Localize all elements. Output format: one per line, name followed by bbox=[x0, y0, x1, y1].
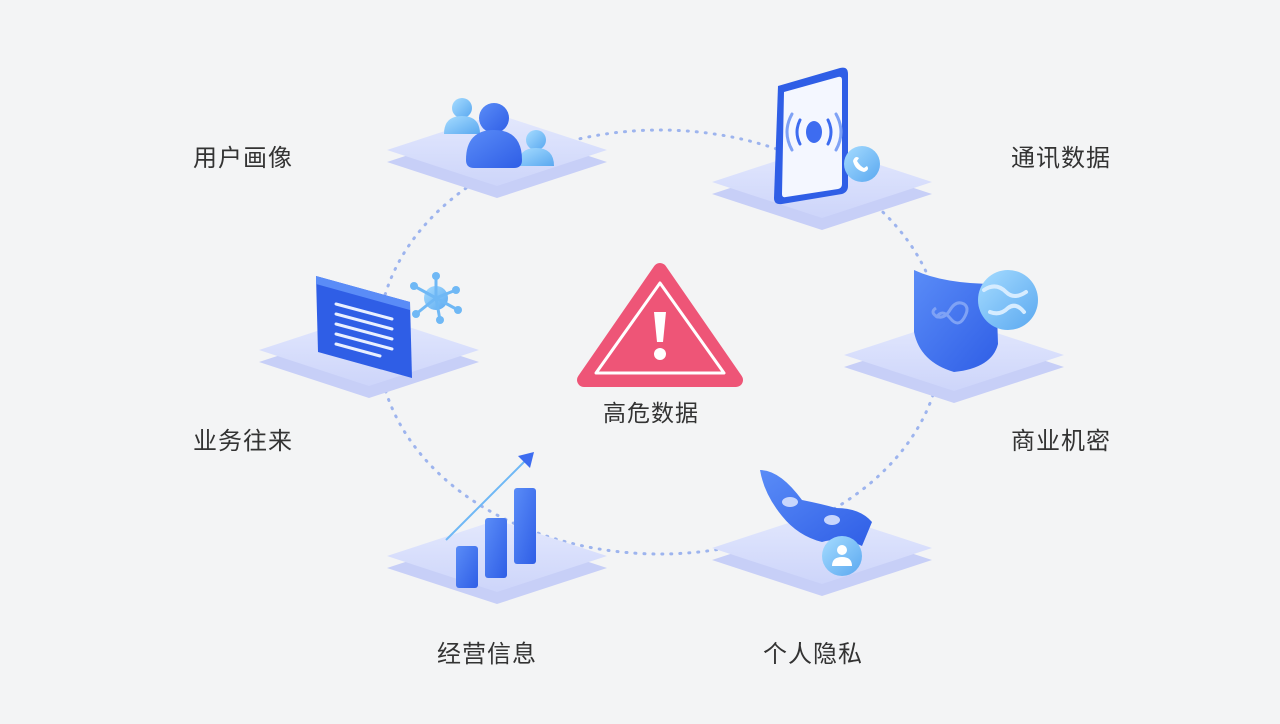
node-label-communication: 通讯数据 bbox=[1011, 144, 1111, 172]
node-label-business: 业务往来 bbox=[193, 427, 293, 455]
node-label-user-profile: 用户画像 bbox=[193, 144, 293, 172]
users-icon bbox=[444, 98, 554, 168]
document-virus-icon bbox=[316, 272, 462, 378]
node-label-trade-secret: 商业机密 bbox=[1011, 427, 1111, 455]
bar-chart-icon bbox=[445, 452, 536, 588]
warning-triangle-icon bbox=[577, 263, 743, 387]
node-label-operations: 经营信息 bbox=[437, 640, 537, 668]
center-label: 高危数据 bbox=[603, 401, 699, 427]
phone-signal-icon bbox=[774, 67, 880, 205]
platform-privacy bbox=[712, 512, 932, 596]
mask-person-icon bbox=[760, 470, 872, 576]
node-label-privacy: 个人隐私 bbox=[763, 640, 863, 668]
shield-globe-icon bbox=[914, 270, 1038, 372]
